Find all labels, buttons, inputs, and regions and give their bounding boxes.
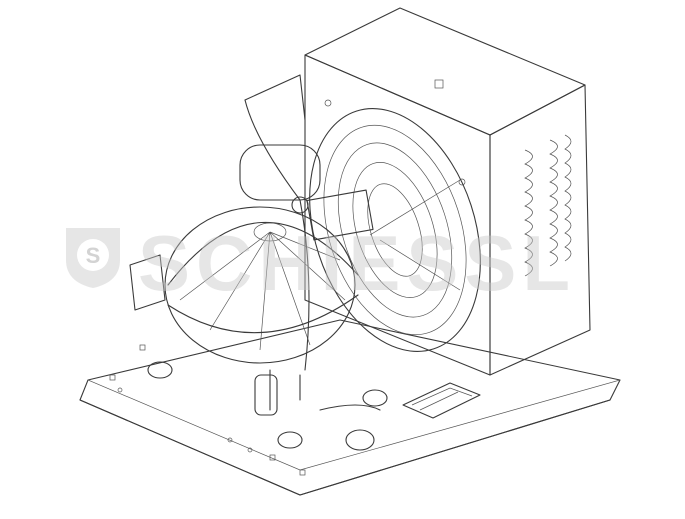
nameplate (402, 382, 481, 419)
condenser-housing (304, 7, 591, 376)
compressor (129, 144, 359, 364)
condenser-coil (524, 134, 572, 277)
base-plate (79, 319, 621, 496)
fan-guard (309, 108, 481, 352)
mounting-feet (147, 361, 388, 449)
piping (244, 74, 381, 451)
